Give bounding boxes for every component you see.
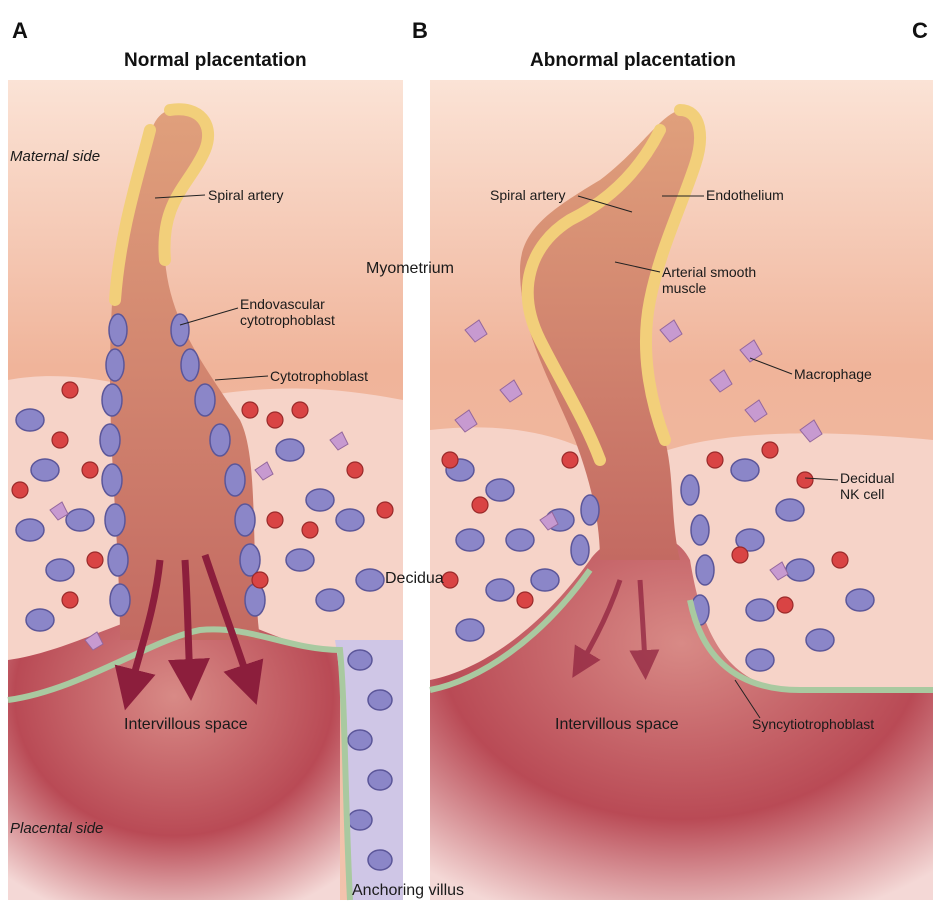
decidua-label: Decidua: [385, 570, 444, 588]
panel-letter-c: C: [912, 18, 928, 44]
intervillous-space-a: [8, 609, 340, 900]
anchoring-villus-label: Anchoring villus: [352, 882, 464, 900]
panel-letter-b: B: [412, 18, 428, 44]
macrophage-label: Macrophage: [794, 366, 872, 382]
spiral-artery-label-a: Spiral artery: [208, 187, 283, 203]
maternal-side-label: Maternal side: [10, 148, 100, 165]
intervillous-space-label-b: Intervillous space: [555, 716, 679, 734]
title-normal-placentation: Normal placentation: [124, 50, 307, 72]
panel-a-art: [8, 80, 403, 900]
intervillous-space-label-a: Intervillous space: [124, 716, 248, 734]
decidual-nk-cell-label: Decidual NK cell: [840, 470, 894, 502]
flow-arrow: [185, 560, 190, 680]
panel-divider: [403, 80, 430, 905]
endovascular-cytotrophoblast-label: Endovascular cytotrophoblast: [240, 296, 335, 328]
syncytiotrophoblast-label: Syncytiotrophoblast: [752, 716, 874, 732]
panel-letter-a: A: [12, 18, 28, 44]
myometrium-label: Myometrium: [366, 260, 454, 278]
endothelium-label: Endothelium: [706, 187, 784, 203]
spiral-artery-label-b: Spiral artery: [490, 187, 565, 203]
placental-side-label: Placental side: [10, 820, 103, 837]
cytotrophoblast-label: Cytotrophoblast: [270, 368, 368, 384]
title-abnormal-placentation: Abnormal placentation: [530, 50, 736, 72]
arterial-smooth-muscle-label: Arterial smooth muscle: [662, 264, 756, 296]
